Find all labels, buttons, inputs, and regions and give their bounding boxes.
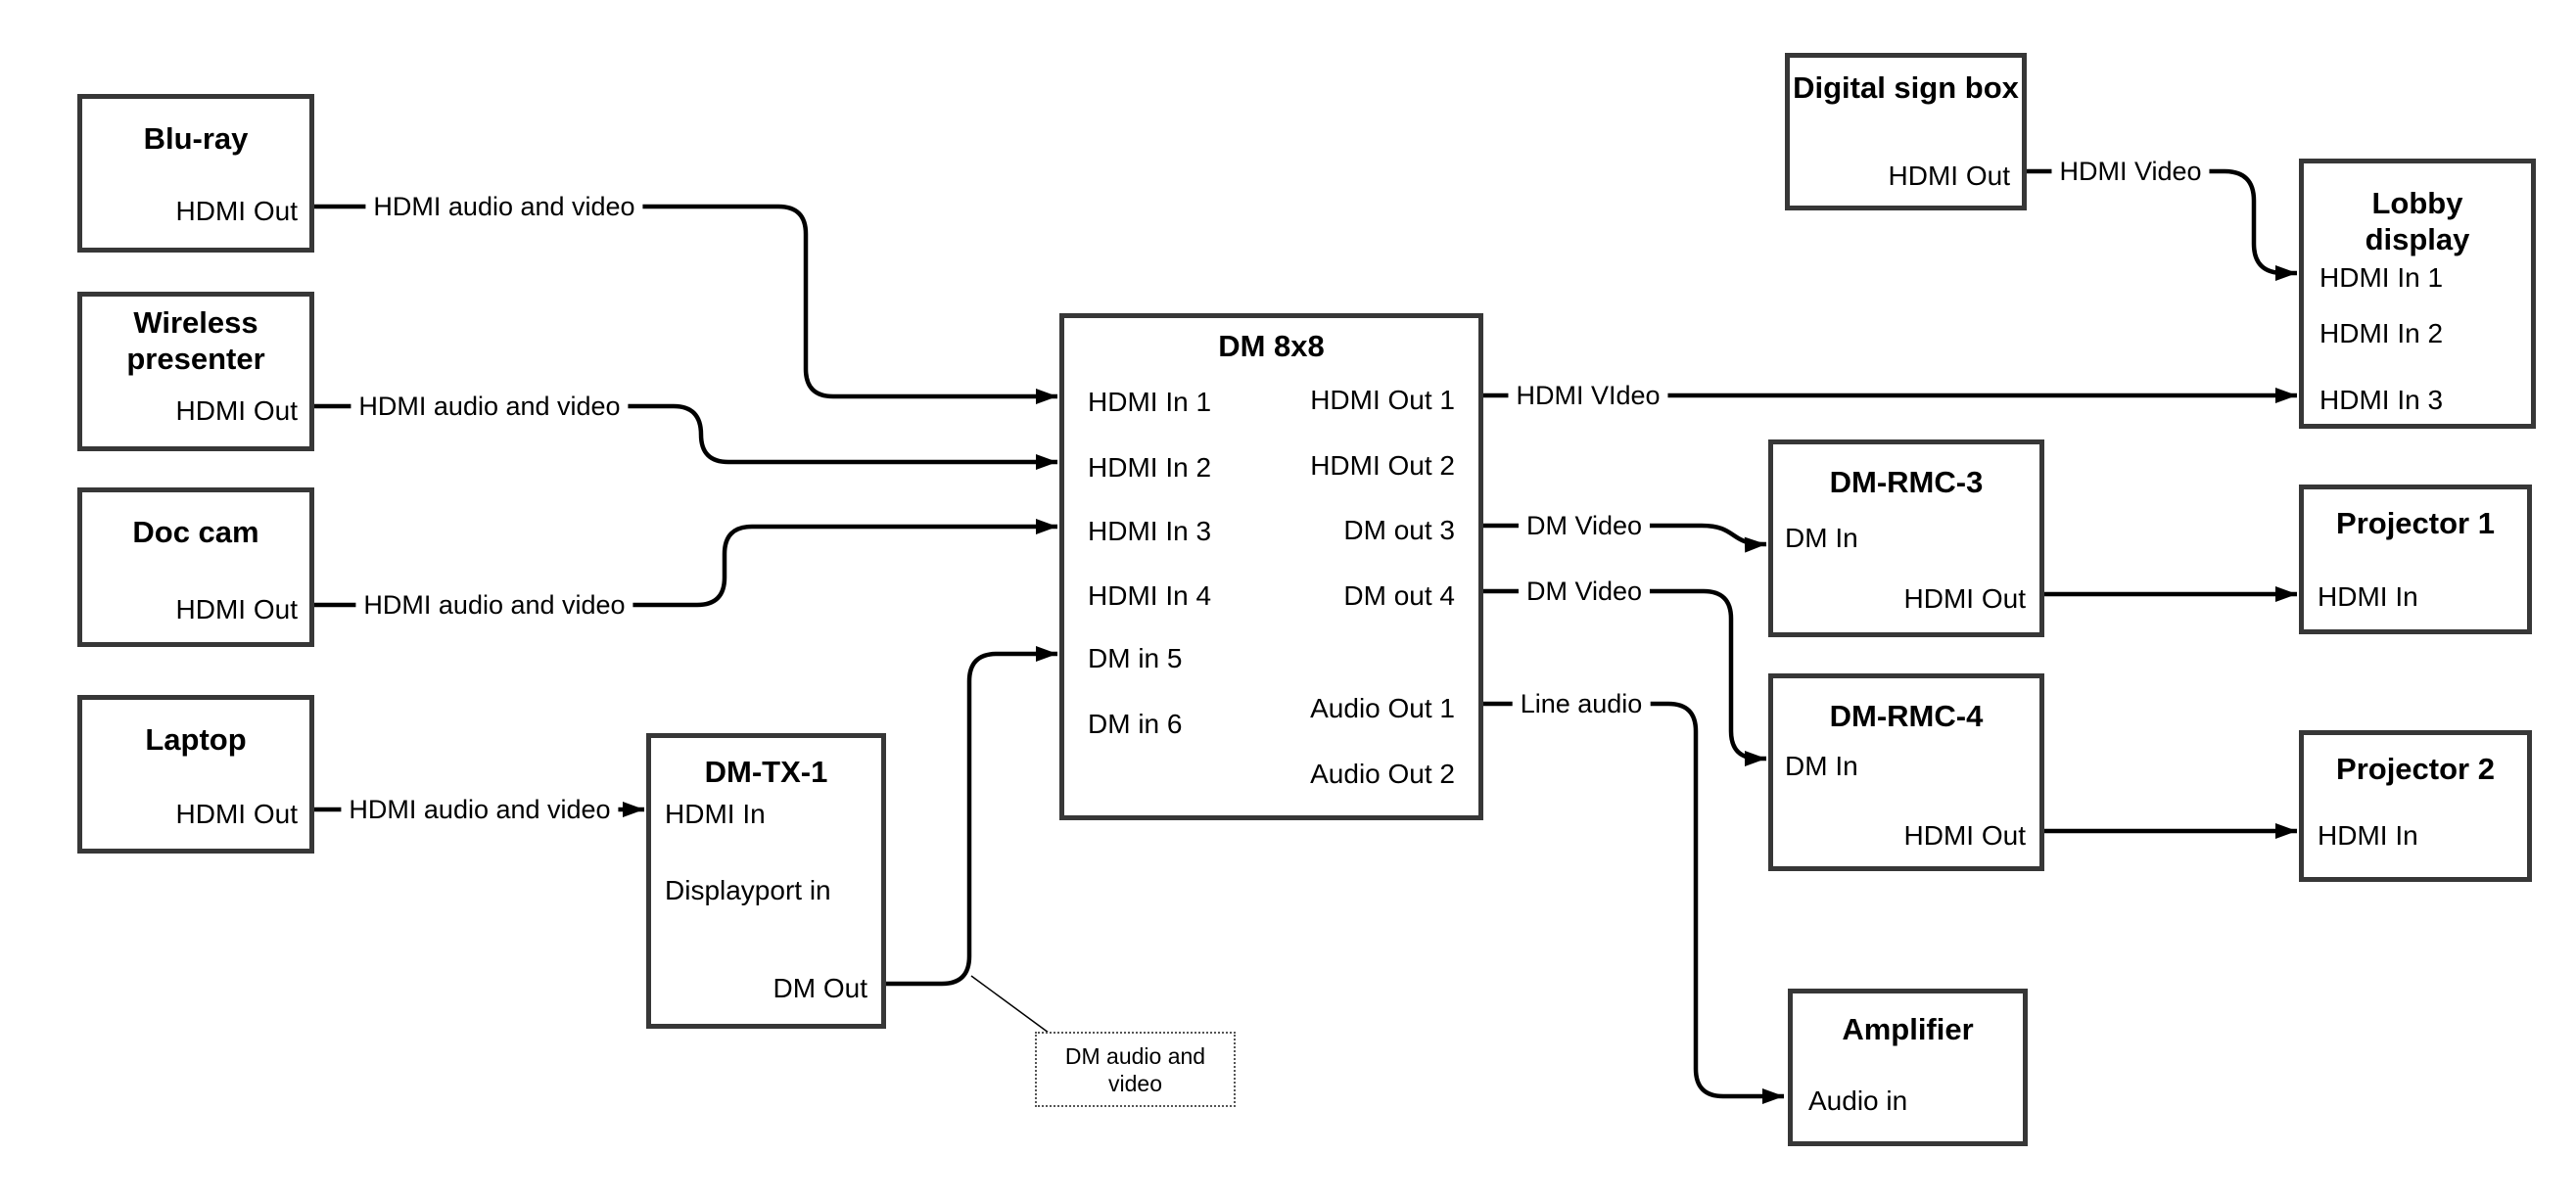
node-dm-8x8-port-hdmi-in-4: HDMI In 4 <box>1088 580 1212 611</box>
node-projector-1-port-hdmi-in: HDMI In <box>2318 581 2418 612</box>
node-dm-8x8-port-hdmi-in-2: HDMI In 2 <box>1088 452 1212 483</box>
node-digital-sign-box-title: Digital sign box <box>1793 70 2019 105</box>
node-dm-rmc-3-port-dm-in: DM In <box>1785 523 1858 553</box>
node-projector-2: Projector 2 HDMI In <box>2299 730 2532 882</box>
node-projector-2-port-hdmi-in: HDMI In <box>2318 820 2418 851</box>
node-doc-cam-port-hdmi-out: HDMI Out <box>175 594 298 624</box>
edge-wireless-to-dm8x8-in2 <box>314 403 1057 470</box>
node-dm-rmc-3: DM-RMC-3 DM In HDMI Out <box>1768 439 2044 637</box>
edge-bluray-to-dm8x8-in1 <box>314 204 1057 404</box>
node-dm-tx-1-port-hdmi-in: HDMI In <box>665 799 766 829</box>
node-lobby-display-port-hdmi-in-1: HDMI In 1 <box>2319 262 2444 293</box>
node-projector-1: Projector 1 HDMI In <box>2299 485 2532 634</box>
node-dm-rmc-3-port-hdmi-out: HDMI Out <box>1903 583 2026 614</box>
edge-label-dm-video-out4: DM Video <box>1518 576 1651 607</box>
node-dm-8x8-port-audio-out-1: Audio Out 1 <box>1310 693 1455 723</box>
edge-sign-to-lobby-in1 <box>2027 168 2297 281</box>
node-bluray: Blu-ray HDMI Out <box>77 94 314 253</box>
node-dm-8x8: DM 8x8 HDMI In 1 HDMI In 2 HDMI In 3 HDM… <box>1059 313 1483 820</box>
node-bluray-port-hdmi-out: HDMI Out <box>175 196 298 226</box>
edge-label-line-audio: Line audio <box>1512 688 1651 719</box>
edge-doccam-to-dm8x8-in3 <box>314 519 1057 608</box>
node-dm-8x8-port-hdmi-out-1: HDMI Out 1 <box>1310 385 1455 415</box>
node-amplifier-port-audio-in: Audio in <box>1808 1086 1908 1116</box>
node-lobby-display-port-hdmi-in-3: HDMI In 3 <box>2319 385 2444 415</box>
edge-dmtx1-to-dm8x8-in5 <box>886 646 1057 987</box>
node-dm-8x8-port-hdmi-in-3: HDMI In 3 <box>1088 516 1212 546</box>
node-dm-8x8-port-dm-in-6: DM in 6 <box>1088 709 1183 739</box>
edge-label-doccam-hdmi-av: HDMI audio and video <box>355 589 633 621</box>
node-wireless-presenter-title: Wireless presenter <box>126 305 265 376</box>
node-doc-cam: Doc cam HDMI Out <box>77 487 314 647</box>
node-dm-8x8-port-hdmi-in-1: HDMI In 1 <box>1088 387 1212 417</box>
node-dm-8x8-port-dm-out-3: DM out 3 <box>1343 515 1455 545</box>
node-laptop-port-hdmi-out: HDMI Out <box>175 799 298 829</box>
node-digital-sign-box: Digital sign box HDMI Out <box>1785 53 2027 210</box>
node-dm-tx-1-title: DM-TX-1 <box>704 755 828 789</box>
node-dm-rmc-3-title: DM-RMC-3 <box>1829 465 1984 499</box>
edge-dm8x8-aout1-to-amplifier <box>1483 701 1784 1104</box>
node-dm-rmc-4-port-dm-in: DM In <box>1785 751 1858 781</box>
node-lobby-display-title: Lobby display <box>2365 186 2470 256</box>
node-doc-cam-title: Doc cam <box>132 515 259 549</box>
edge-dm8x8-out4-to-rmc4 <box>1483 588 1766 766</box>
node-amplifier-title: Amplifier <box>1842 1012 1974 1046</box>
node-projector-2-title: Projector 2 <box>2336 752 2495 786</box>
node-dm-rmc-4-title: DM-RMC-4 <box>1829 699 1984 733</box>
node-dm-8x8-port-audio-out-2: Audio Out 2 <box>1310 759 1455 789</box>
edge-label-dm-video-out3: DM Video <box>1518 510 1651 541</box>
node-lobby-display-port-hdmi-in-2: HDMI In 2 <box>2319 318 2444 348</box>
edge-label-hdmi-video-sign: HDMI Video <box>2051 156 2210 187</box>
node-dm-8x8-title: DM 8x8 <box>1218 329 1325 363</box>
node-dm-tx-1: DM-TX-1 HDMI In Displayport in DM Out <box>646 733 886 1029</box>
node-dm-rmc-4-port-hdmi-out: HDMI Out <box>1903 820 2026 851</box>
node-digital-sign-box-port-hdmi-out: HDMI Out <box>1888 161 2010 191</box>
node-lobby-display: Lobby display HDMI In 1 HDMI In 2 HDMI I… <box>2299 159 2536 429</box>
edge-label-wireless-hdmi-av: HDMI audio and video <box>351 391 629 422</box>
callout-dm-audio-video: DM audio and video <box>1035 1032 1236 1107</box>
edge-label-hdmi-video-out1: HDMI VIdeo <box>1508 380 1668 411</box>
node-dm-rmc-4: DM-RMC-4 DM In HDMI Out <box>1768 673 2044 871</box>
node-amplifier: Amplifier Audio in <box>1788 989 2028 1146</box>
node-dm-tx-1-port-displayport-in: Displayport in <box>665 875 831 905</box>
edge-dm8x8-out3-to-rmc3 <box>1483 523 1767 553</box>
node-dm-8x8-port-dm-out-4: DM out 4 <box>1343 580 1455 611</box>
callout-leader-line <box>970 975 1054 1037</box>
node-dm-8x8-port-hdmi-out-2: HDMI Out 2 <box>1310 450 1455 481</box>
node-dm-tx-1-port-dm-out: DM Out <box>773 973 867 1003</box>
node-projector-1-title: Projector 1 <box>2336 506 2495 540</box>
edge-label-bluray-hdmi-av: HDMI audio and video <box>365 191 643 222</box>
edge-label-laptop-hdmi-av: HDMI audio and video <box>341 794 619 825</box>
node-wireless-presenter-port-hdmi-out: HDMI Out <box>175 395 298 426</box>
node-dm-8x8-port-dm-in-5: DM in 5 <box>1088 643 1183 673</box>
node-laptop: Laptop HDMI Out <box>77 695 314 854</box>
node-laptop-title: Laptop <box>145 722 247 757</box>
node-bluray-title: Blu-ray <box>143 121 249 156</box>
node-wireless-presenter: Wireless presenter HDMI Out <box>77 292 314 451</box>
